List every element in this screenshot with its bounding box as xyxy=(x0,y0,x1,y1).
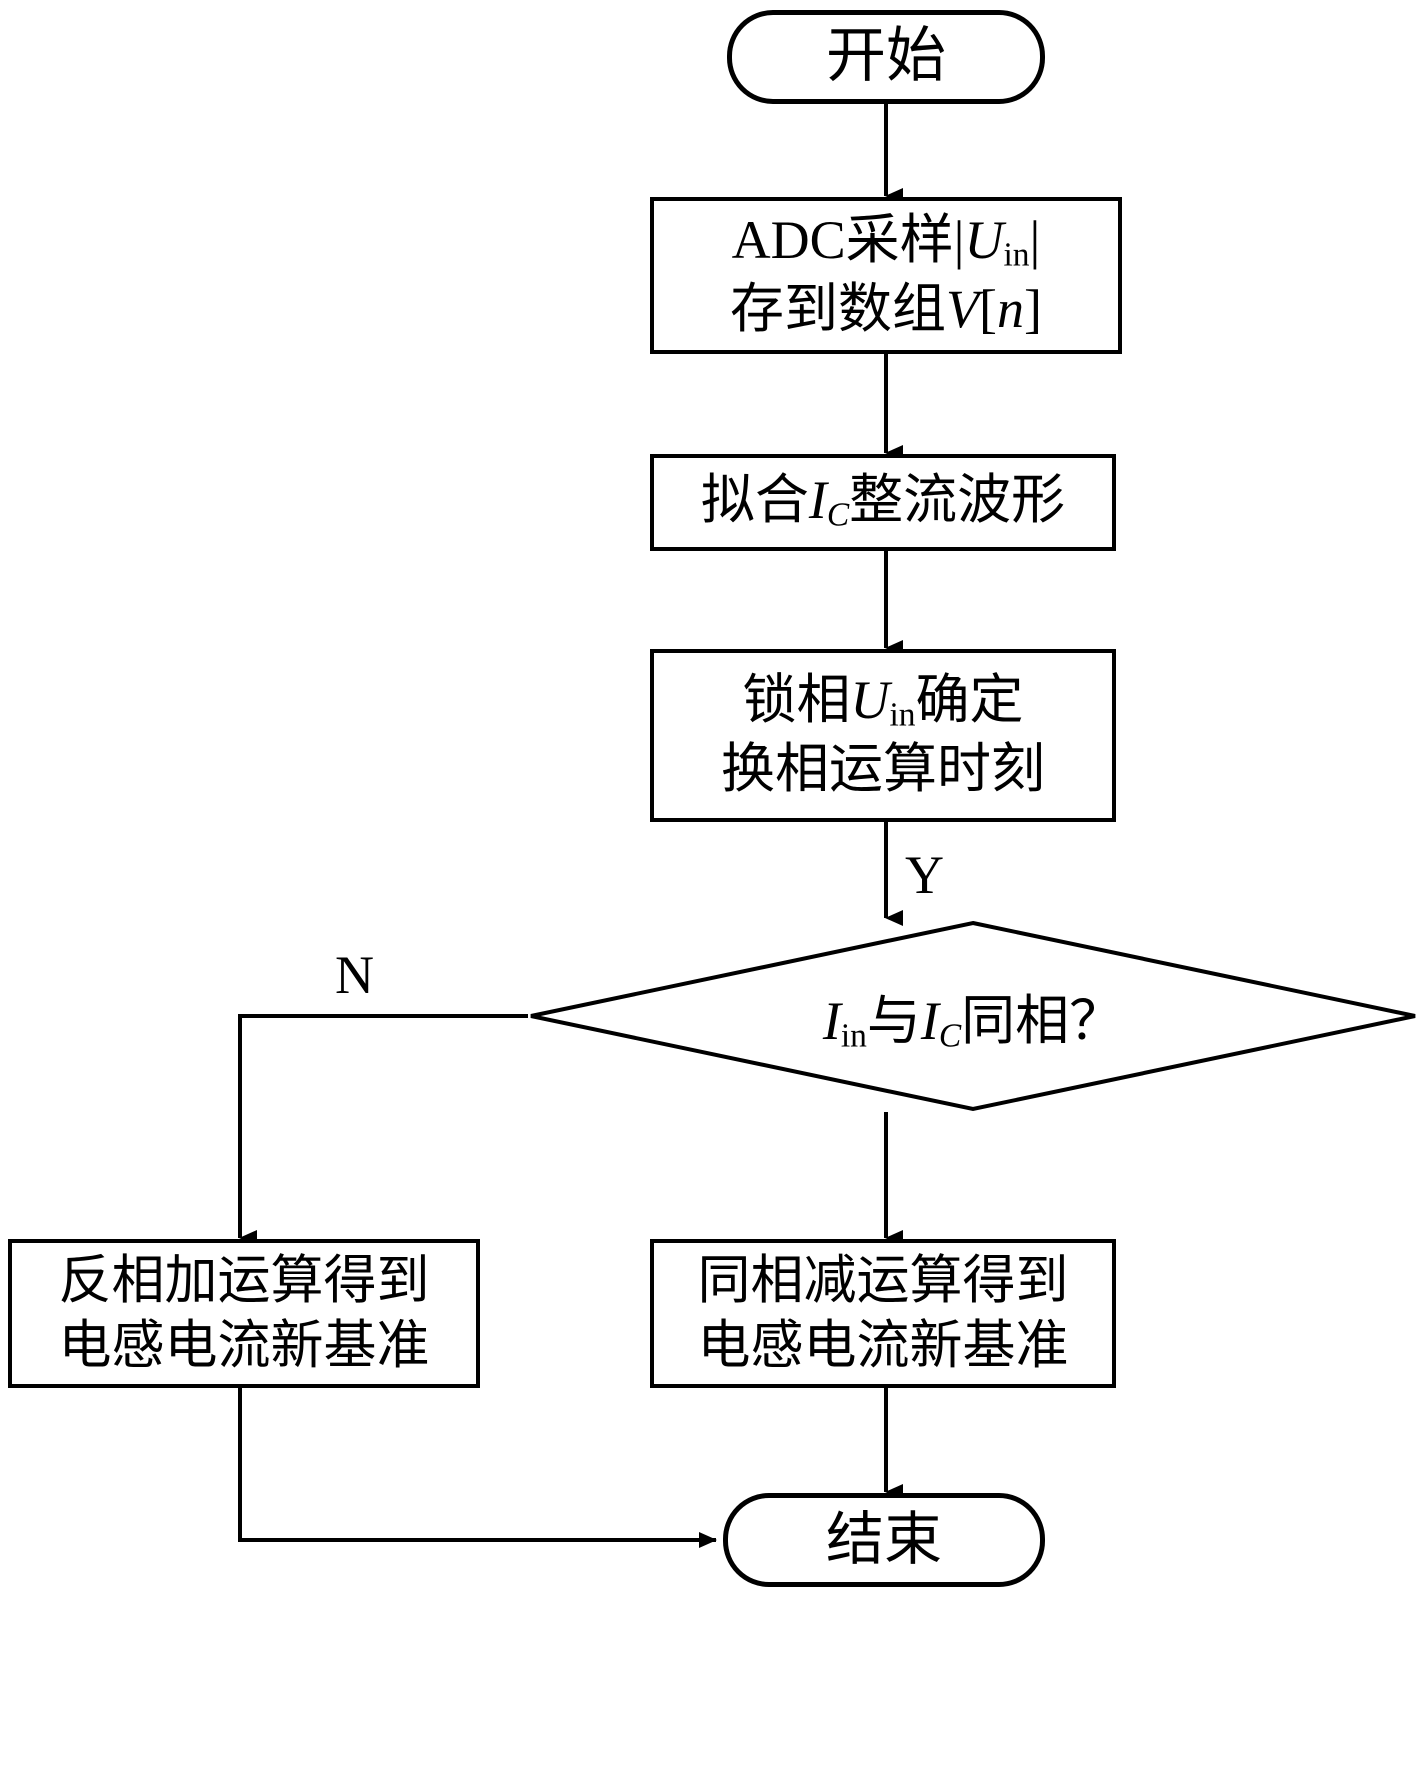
edge-nobranch-to-end xyxy=(238,1388,717,1548)
node-start[interactable]: 开始 xyxy=(727,10,1045,104)
node-phase-lock-label: 锁相Uin确定 换相运算时刻 xyxy=(721,668,1045,802)
node-fit-waveform-label: 拟合IC整流波形 xyxy=(700,470,1066,534)
node-adc-sample-label: ADC采样|Uin| 存到数组V[n] xyxy=(730,208,1042,342)
node-branch-yes-label: 同相减运算得到 电感电流新基准 xyxy=(698,1249,1069,1378)
pll-line2: 换相运算时刻 xyxy=(721,738,1045,799)
node-decision-inphase[interactable]: Iin与IC同相？ xyxy=(528,920,1418,1112)
node-branch-no[interactable]: 反相加运算得到 电感电流新基准 xyxy=(8,1239,480,1388)
edge-label-yes: Y xyxy=(905,845,944,905)
node-branch-yes[interactable]: 同相减运算得到 电感电流新基准 xyxy=(650,1239,1116,1388)
branch-yes-line2: 电感电流新基准 xyxy=(697,1316,1069,1375)
node-fit-waveform[interactable]: 拟合IC整流波形 xyxy=(650,454,1116,551)
edge-label-no: N xyxy=(335,945,374,1005)
node-decision-inphase-label: Iin与IC同相？ xyxy=(822,991,1124,1055)
adc-line1: ADC采样|Uin| xyxy=(731,210,1041,274)
node-adc-sample[interactable]: ADC采样|Uin| 存到数组V[n] xyxy=(650,197,1122,354)
edge-decision-no xyxy=(238,1014,528,1246)
adc-line2: 存到数组V[n] xyxy=(730,278,1042,339)
node-end[interactable]: 结束 xyxy=(723,1493,1045,1587)
decision-diamond-shape xyxy=(530,920,1416,1112)
node-phase-lock[interactable]: 锁相Uin确定 换相运算时刻 xyxy=(650,649,1116,822)
branch-no-line2: 电感电流新基准 xyxy=(58,1316,430,1375)
node-end-label: 结束 xyxy=(825,1506,942,1572)
branch-no-line1: 反相加运算得到 xyxy=(58,1251,430,1310)
node-branch-no-label: 反相加运算得到 电感电流新基准 xyxy=(59,1249,430,1378)
branch-yes-line1: 同相减运算得到 xyxy=(697,1251,1069,1310)
node-start-label: 开始 xyxy=(826,23,946,90)
pll-line1: 锁相Uin确定 xyxy=(742,670,1024,734)
